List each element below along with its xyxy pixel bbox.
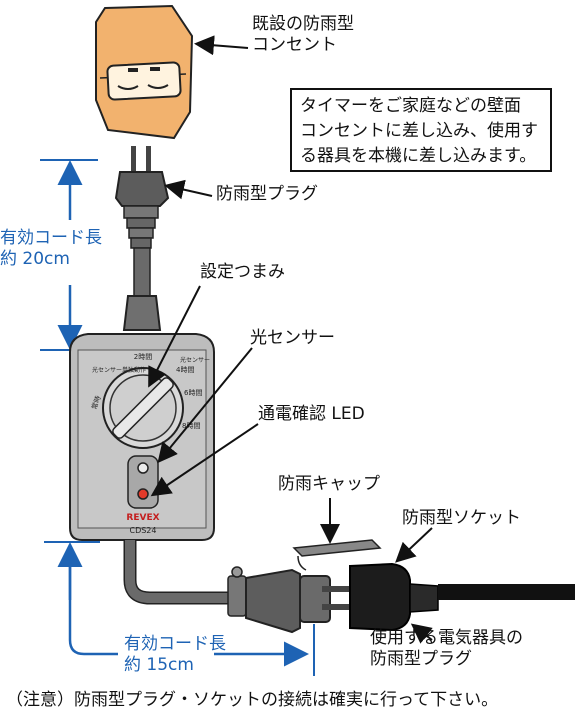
sensor-label: 光センサー	[250, 328, 335, 348]
light-sensor	[137, 462, 149, 474]
brand-logo: REVEX	[126, 513, 159, 523]
cord-length-bottom-line-1: 有効コード長	[124, 634, 226, 654]
output-cord	[123, 540, 331, 634]
cord-length-bottom-line-2: 約 15cm	[124, 655, 194, 675]
cap-label: 防雨キャップ	[278, 474, 380, 494]
usage-note: タイマーをご家庭などの壁面 コンセントに差し込み、使用す る器具を本機に差し込み…	[290, 88, 552, 172]
socket-label: 防雨型ソケット	[402, 508, 521, 528]
power-led	[137, 488, 149, 500]
rainproof-cap	[292, 539, 382, 571]
model-number: CDS24	[129, 526, 156, 535]
existing-outlet-label-line-1: 既設の防雨型	[252, 14, 354, 34]
plug-label: 防雨型プラグ	[216, 184, 318, 204]
appliance-plug-line-1: 使用する電気器具の	[370, 628, 523, 648]
dial-mark-6h: 6時間	[184, 389, 202, 397]
timer-device: 2時間 4時間 6時間 8時間 常時 光センサー単独動作 光センサー REVEX…	[69, 333, 215, 541]
existing-outlet-label: 既設の防雨型 コンセント	[252, 14, 354, 56]
connection-caution: （注意）防雨型プラグ・ソケットの接続は確実に行って下さい。	[6, 690, 499, 710]
existing-outlet-label-line-2: コンセント	[252, 35, 337, 55]
dial-mark-sensor-right: 光センサー	[180, 356, 210, 364]
usage-note-line-1: タイマーをご家庭などの壁面	[300, 96, 521, 116]
cord-length-top-line-2: 約 20cm	[0, 249, 70, 269]
dial-label: 設定つまみ	[200, 262, 285, 282]
cord-length-bottom-dimension	[44, 541, 315, 676]
dial-mark-2h: 2時間	[134, 353, 152, 361]
cord-length-top-label: 有効コード長 約 20cm	[0, 228, 102, 270]
existing-outlet	[95, 4, 194, 140]
cord-length-top-line-1: 有効コード長	[0, 228, 102, 248]
dial-mark-8h: 8時間	[182, 422, 200, 430]
usage-note-line-3: る器具を本機に差し込みます。	[300, 146, 537, 166]
rainproof-plug	[114, 146, 170, 331]
cord-length-bottom-label: 有効コード長 約 15cm	[124, 634, 226, 676]
led-label: 通電確認 LED	[258, 404, 365, 424]
appliance-plug	[322, 562, 575, 632]
usage-note-line-2: コンセントに差し込み、使用す	[300, 121, 538, 141]
dial-mark-4h: 4時間	[176, 366, 194, 374]
dial-mark-sensor: 光センサー単独動作	[92, 366, 146, 374]
appliance-plug-label: 使用する電気器具の 防雨型プラグ	[370, 628, 523, 670]
appliance-plug-line-2: 防雨型プラグ	[370, 649, 472, 669]
